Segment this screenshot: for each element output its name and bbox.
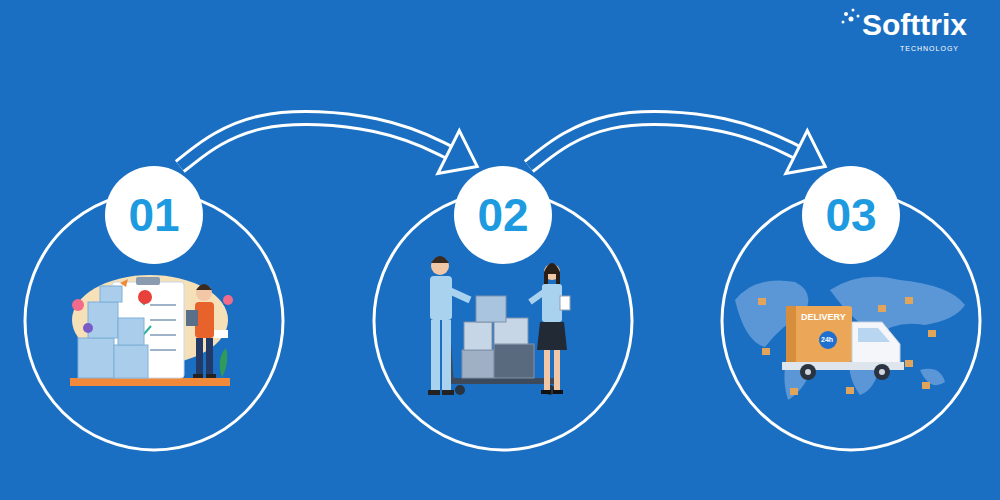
- step-number: 02: [477, 192, 528, 238]
- arrow-inner: [529, 118, 800, 166]
- flow-arrow: [180, 118, 477, 174]
- packing-illustration: [428, 256, 570, 395]
- worker-man: [428, 256, 470, 395]
- flow-arrow: [529, 118, 825, 174]
- step-number: 01: [128, 192, 179, 238]
- truck-label: DELIVERY: [801, 313, 846, 322]
- step-ring: [722, 192, 980, 450]
- arrow-outline: [529, 118, 800, 166]
- step-badge: 03: [802, 166, 900, 264]
- person: [186, 284, 216, 378]
- step-badge: 01: [105, 166, 203, 264]
- logo-text: Softtrix: [862, 10, 967, 40]
- arrow-head: [786, 131, 825, 174]
- step-ring: [374, 192, 632, 450]
- step-ring: [25, 192, 283, 450]
- logo-dots: [842, 9, 860, 24]
- delivery-illustration: [735, 277, 965, 400]
- step-badge: 02: [454, 166, 552, 264]
- badge-label: 24h: [821, 336, 833, 343]
- order-illustration: [70, 275, 233, 386]
- step-number: 03: [825, 192, 876, 238]
- arrow-head: [438, 131, 477, 174]
- arrow-inner: [180, 118, 452, 166]
- logo-tagline: TECHNOLOGY: [900, 45, 959, 52]
- worker-woman: [530, 263, 570, 394]
- arrow-outline: [180, 118, 452, 166]
